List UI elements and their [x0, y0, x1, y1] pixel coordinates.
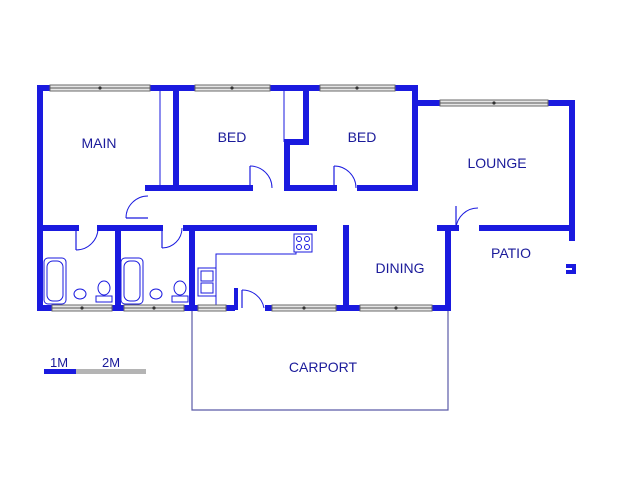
- door-bath2: [161, 227, 183, 249]
- room-label-carport: CARPORT: [289, 359, 358, 375]
- window-main: [49, 84, 151, 92]
- scale-bar: 1M 2M: [44, 355, 146, 374]
- stove: [293, 233, 313, 253]
- window-bath1: [51, 304, 113, 312]
- bathtub-1: [43, 257, 67, 305]
- basin-2: [149, 288, 163, 300]
- room-label-patio: PATIO: [491, 245, 531, 261]
- bathtub-2: [120, 257, 144, 305]
- room-label-bed-1: BED: [218, 129, 247, 145]
- basin-1: [73, 288, 87, 300]
- door-bed1: [249, 165, 273, 189]
- kitchen-counter: [215, 234, 297, 308]
- scale-bar-dark: [44, 369, 76, 374]
- walls: [37, 85, 576, 311]
- toilet-1: [95, 280, 113, 303]
- door-bed2: [333, 165, 357, 189]
- carport-outline: [191, 310, 449, 411]
- scale-bar-light: [76, 369, 146, 374]
- door-kitchen: [241, 289, 265, 309]
- window-dining: [359, 304, 433, 312]
- toilet-2: [171, 280, 189, 303]
- room-label-dining: DINING: [376, 260, 425, 276]
- scale-label-1m: 1M: [50, 355, 68, 370]
- room-label-main: MAIN: [82, 135, 117, 151]
- door-main: [125, 195, 149, 219]
- window-lounge: [439, 99, 549, 107]
- window-bed2: [319, 84, 396, 92]
- door-bath1: [75, 227, 99, 251]
- window-kitchen: [197, 304, 227, 312]
- room-label-bed-2: BED: [348, 129, 377, 145]
- scale-label-2m: 2M: [102, 355, 120, 370]
- room-label-lounge: LOUNGE: [467, 155, 526, 171]
- door-lounge: [455, 206, 479, 229]
- patio-post: [566, 264, 576, 274]
- wall-bed-bed: [284, 85, 309, 191]
- window-bath2: [123, 304, 185, 312]
- wall-bed2-bottom-2: [357, 100, 418, 191]
- window-carport-1: [271, 304, 337, 312]
- window-bed1: [194, 84, 271, 92]
- sink: [197, 267, 217, 297]
